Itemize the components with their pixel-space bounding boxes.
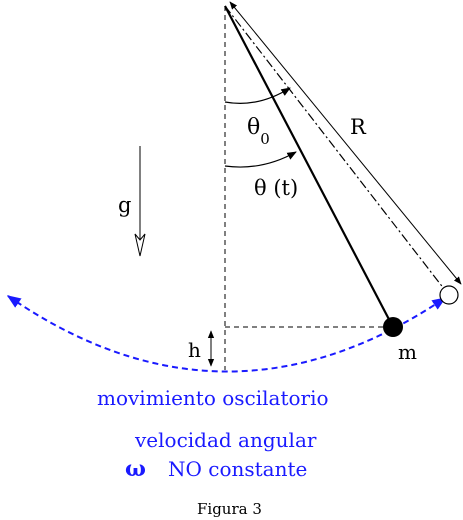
theta0-label: θ0 (247, 115, 270, 148)
theta-t-label: θ (t) (254, 176, 298, 200)
initial-string-line (224, 5, 449, 295)
not-constant-caption: NO constante (168, 457, 307, 481)
pendulum-bob (383, 317, 403, 337)
omega-symbol: ω (125, 456, 146, 482)
theta-t-angle-arc (224, 151, 297, 168)
radius-label: R (350, 115, 367, 139)
gravity-arrow-head (134, 233, 146, 257)
velocity-caption: velocidad angular (134, 428, 317, 452)
gravity-label: g (118, 193, 131, 217)
height-label: h (188, 338, 201, 362)
mass-label: m (398, 340, 417, 364)
radius-dimension-arrow (229, 1, 462, 285)
oscillation-path (6, 295, 447, 373)
movement-caption: movimiento oscilatorio (97, 386, 329, 410)
pendulum-string (224, 5, 394, 328)
figure-caption: Figura 3 (197, 500, 262, 518)
initial-bob (439, 285, 459, 305)
theta0-angle-arc (224, 87, 291, 104)
